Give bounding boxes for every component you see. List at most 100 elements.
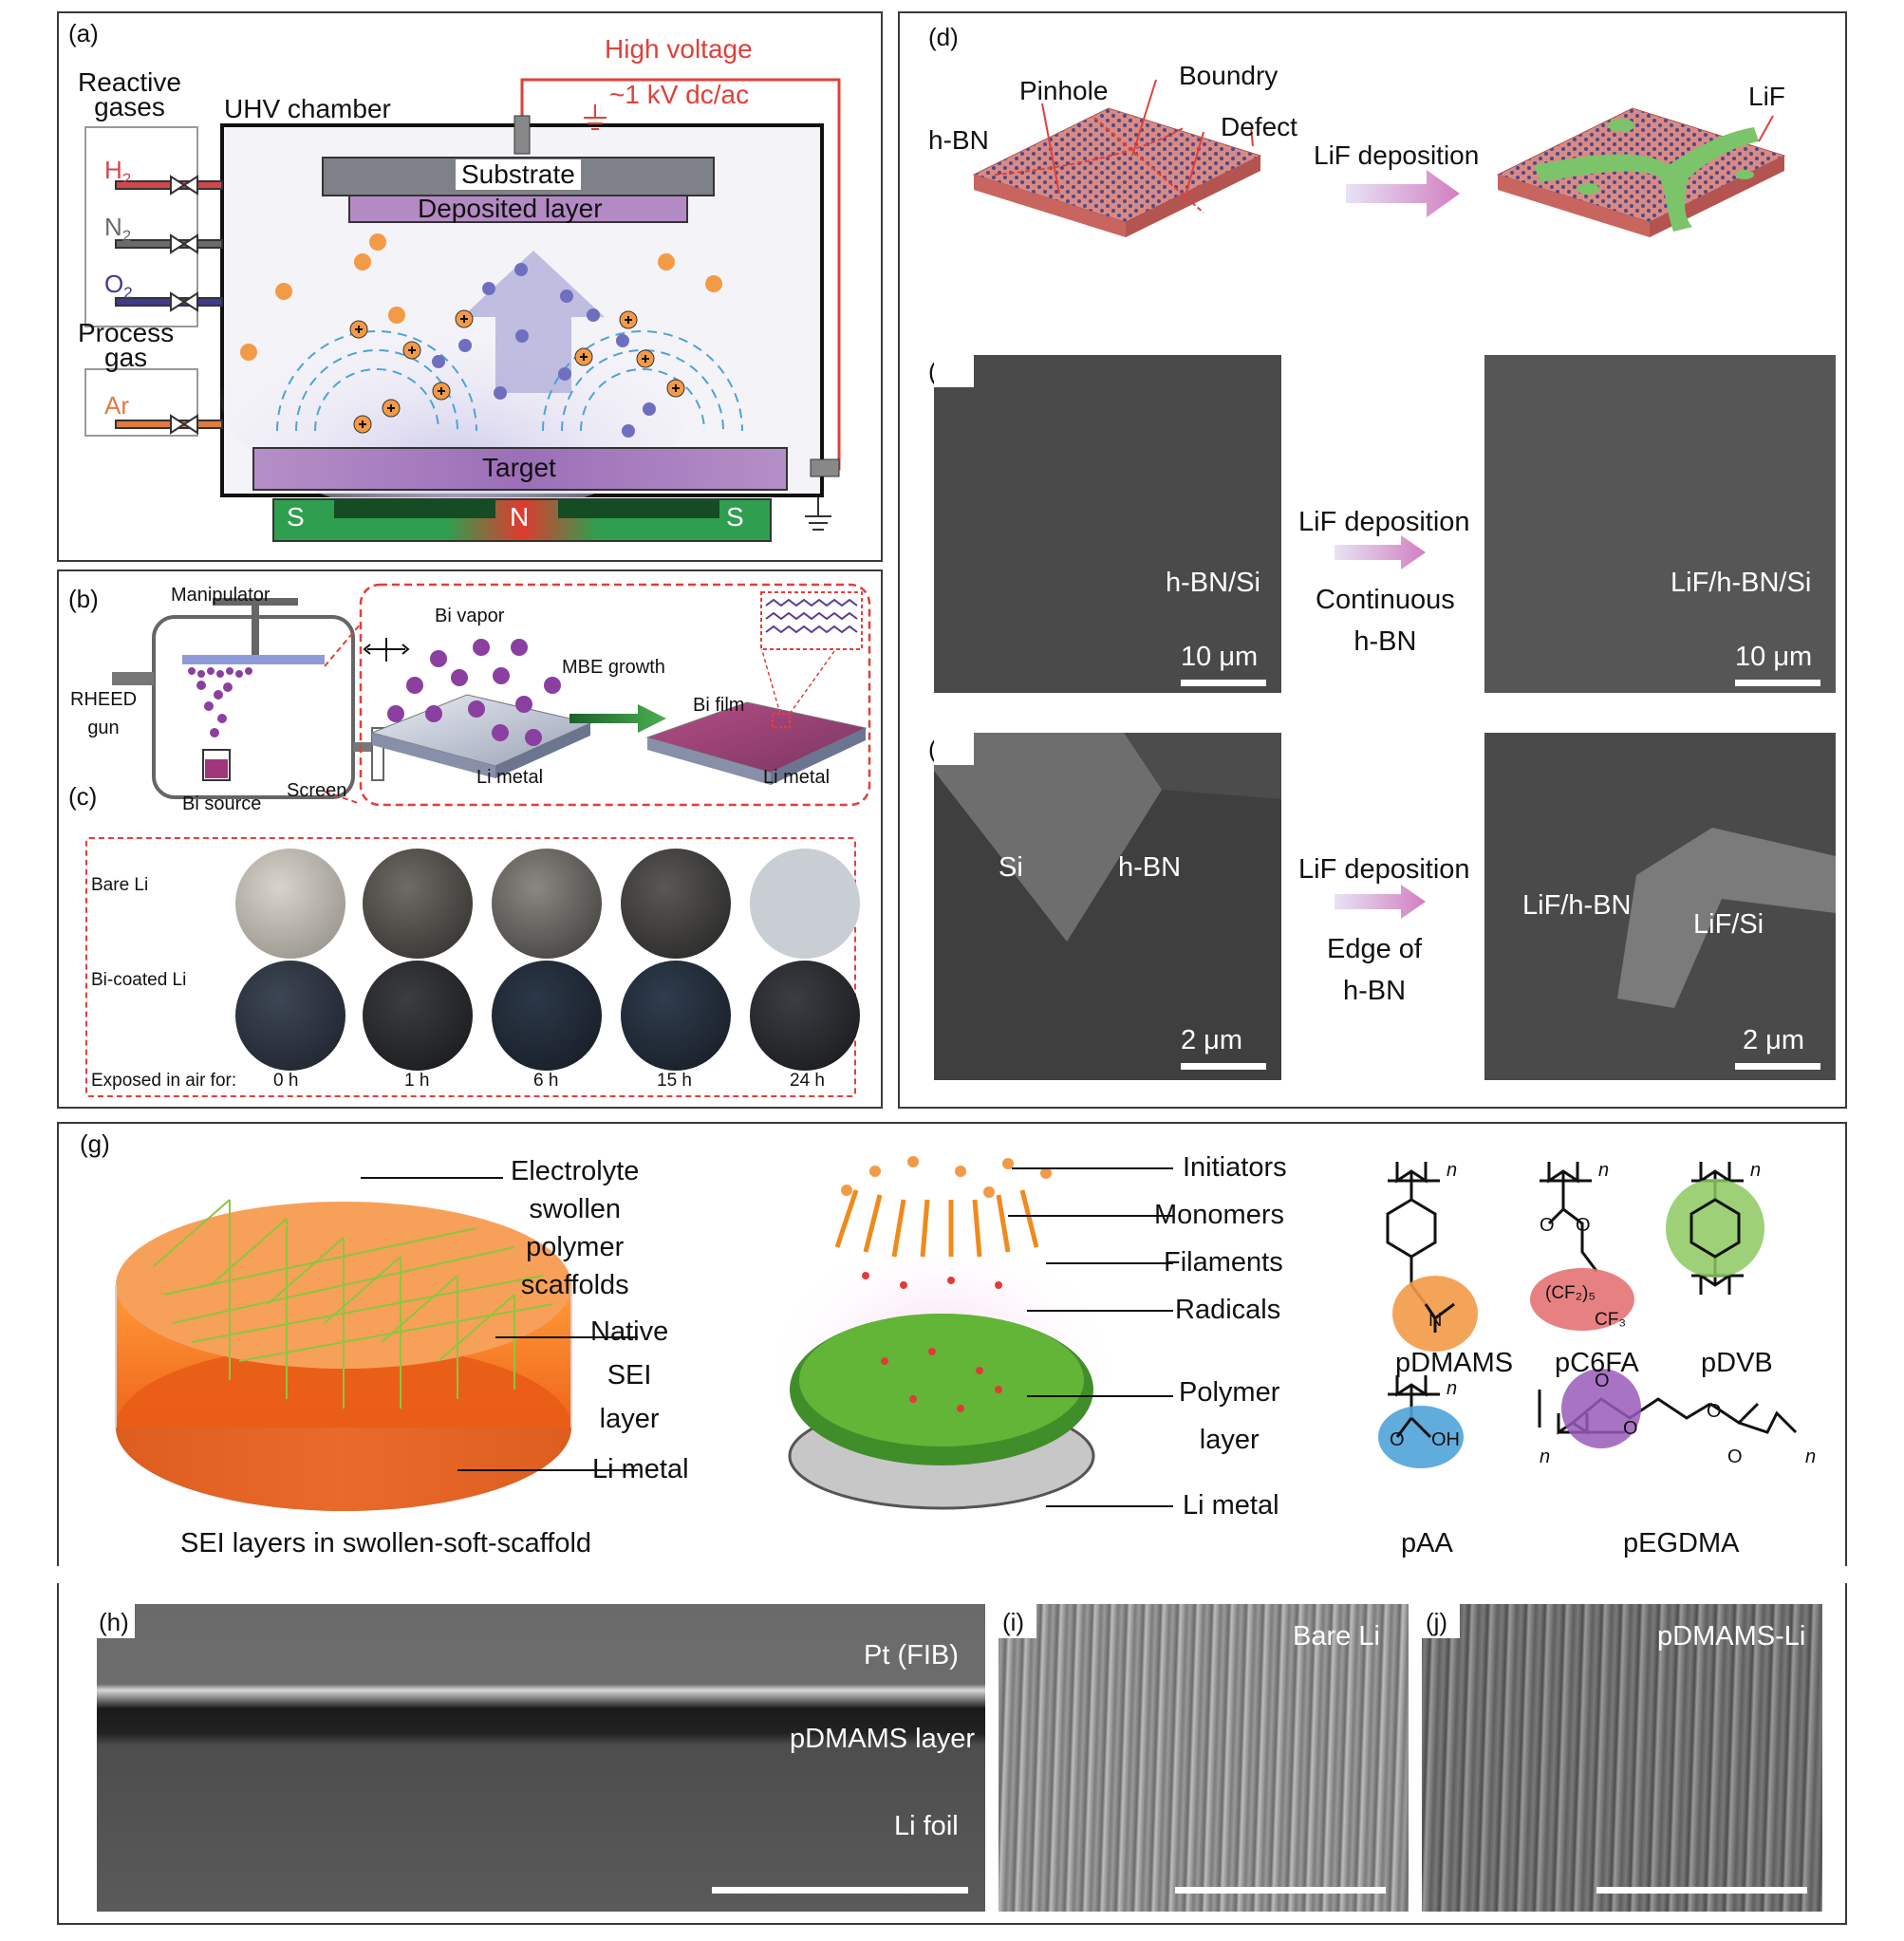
hbn-si-label: h-BN/Si bbox=[1166, 568, 1260, 598]
leader-li-metal-2 bbox=[1046, 1505, 1173, 1507]
pdmams-name: pDMAMS bbox=[1395, 1348, 1514, 1378]
process-gas-label: Process gas bbox=[78, 318, 175, 372]
pdmams-layer-label: pDMAMS layer bbox=[790, 1724, 975, 1754]
scaffold-caption: SEI layers in swollen-soft-scaffold bbox=[180, 1528, 592, 1558]
li-metal-label-g2: Li metal bbox=[1183, 1490, 1279, 1521]
subscript-n-3: n bbox=[1750, 1160, 1762, 1181]
scale-bar-e-right bbox=[1735, 680, 1820, 686]
sem-lif-edge bbox=[1484, 733, 1836, 1080]
panel-g: (g) Electrolyte swollen polymer scaffold… bbox=[57, 1122, 1847, 1566]
bi-source-label: Bi source bbox=[182, 793, 262, 814]
bi-li-disk-1h bbox=[363, 961, 473, 1071]
atom-o-egdma-2: O bbox=[1623, 1418, 1638, 1439]
subscript-n-6: n bbox=[1805, 1446, 1817, 1467]
lif-deposition-schematic bbox=[972, 79, 1786, 237]
time-6h: 6 h bbox=[533, 1071, 559, 1091]
lif-deposition-label-e: LiF deposition bbox=[1298, 507, 1470, 537]
sem-cross-section bbox=[97, 1604, 985, 1912]
bi-vapor-label: Bi vapor bbox=[435, 606, 505, 626]
sem-lif-hbn-si bbox=[1484, 355, 1836, 693]
lif-deposition-label-f: LiF deposition bbox=[1298, 854, 1470, 885]
magnet-s-right: S bbox=[726, 502, 744, 532]
panel-d-label: (d) bbox=[928, 23, 959, 51]
screen-label: Screen bbox=[287, 780, 347, 801]
leader-polymer bbox=[1027, 1395, 1173, 1397]
pinhole-label: Pinhole bbox=[1019, 76, 1109, 105]
atom-o-c6fa-2: O bbox=[1576, 1215, 1591, 1236]
sputtering-schematic bbox=[84, 78, 841, 542]
cf3-label: CF₃ bbox=[1595, 1310, 1627, 1330]
panel-label: (a) bbox=[68, 19, 99, 47]
pc6fa-name: pC6FA bbox=[1555, 1348, 1639, 1378]
subscript-n-4: n bbox=[1447, 1378, 1458, 1399]
time-1h: 1 h bbox=[404, 1071, 430, 1091]
exposed-label: Exposed in air for: bbox=[91, 1071, 237, 1091]
boundry-label: Boundry bbox=[1179, 61, 1279, 90]
panel-i-label: (i) bbox=[1002, 1608, 1025, 1636]
bare-li-title: Bare Li bbox=[1293, 1621, 1380, 1652]
panel-bc: (b) bbox=[57, 569, 883, 1109]
sem-bare-li bbox=[999, 1604, 1409, 1912]
leader-native bbox=[495, 1336, 638, 1338]
leader-initiators bbox=[1012, 1167, 1173, 1169]
leader-radicals bbox=[1027, 1310, 1173, 1312]
electrolyte-label: Electrolyte swollen polymer scaffolds bbox=[511, 1156, 640, 1300]
atom-o-egdma-1: O bbox=[1595, 1371, 1610, 1391]
sem-hbn-si bbox=[934, 355, 1281, 693]
icvd-illustration bbox=[761, 1156, 1122, 1513]
pt-fib-label: Pt (FIB) bbox=[864, 1640, 959, 1670]
bi-li-disk-15h bbox=[621, 961, 731, 1071]
atom-o-aa: O bbox=[1390, 1429, 1405, 1450]
continuous-hbn-label: Continuous h-BN bbox=[1316, 585, 1455, 657]
air-exposure-box bbox=[85, 837, 856, 1097]
scale-bar-j bbox=[1596, 1887, 1807, 1894]
lif-label: LiF bbox=[1748, 82, 1785, 111]
scale-bar-i bbox=[1175, 1887, 1386, 1894]
atom-o-c6fa-1: O bbox=[1540, 1215, 1555, 1236]
panel-b-label: (b) bbox=[68, 585, 99, 613]
uhv-chamber-label: UHV chamber bbox=[224, 94, 391, 123]
bare-li-disk-15h bbox=[621, 849, 731, 959]
scale-text-e-left: 10 μm bbox=[1181, 642, 1259, 672]
pdvb-name: pDVB bbox=[1701, 1348, 1773, 1378]
scale-text-e-right: 10 μm bbox=[1735, 642, 1813, 672]
high-voltage-label: High voltage bbox=[605, 34, 753, 64]
bare-li-disk-1h bbox=[363, 849, 473, 959]
paa-name: pAA bbox=[1401, 1528, 1453, 1558]
leader-filaments bbox=[1046, 1262, 1173, 1264]
sem-si-hbn bbox=[934, 733, 1281, 1080]
manipulator-label: Manipulator bbox=[171, 585, 271, 606]
mbe-growth-label: MBE growth bbox=[562, 657, 665, 678]
subscript-n-1: n bbox=[1447, 1160, 1458, 1181]
li-metal-label-2: Li metal bbox=[763, 767, 831, 788]
magnet-s-left: S bbox=[287, 502, 305, 532]
filaments-label: Filaments bbox=[1164, 1247, 1283, 1278]
hbn-label-f: h-BN bbox=[1118, 852, 1182, 883]
o2-label: O2 bbox=[104, 270, 133, 303]
leader-li-metal bbox=[457, 1469, 638, 1471]
atom-oh-aa: OH bbox=[1431, 1429, 1460, 1450]
panel-a: (a) bbox=[57, 11, 883, 562]
li-metal-label-1: Li metal bbox=[476, 767, 544, 788]
pdmams-li-title: pDMAMS-Li bbox=[1657, 1621, 1806, 1652]
hbn-label: h-BN bbox=[928, 125, 989, 155]
n2-label: N2 bbox=[104, 213, 132, 246]
reactive-gases-label: Reactive gases bbox=[78, 67, 181, 121]
panel-hij: (h) Pt (FIB) pDMAMS layer Li foil (i) Ba… bbox=[57, 1583, 1847, 1925]
ar-label: Ar bbox=[104, 391, 129, 420]
arrow-f bbox=[1335, 885, 1426, 919]
atom-o-egdma-4: O bbox=[1727, 1446, 1743, 1467]
edge-of-hbn-label: Edge of h-BN bbox=[1327, 934, 1422, 1006]
time-24h: 24 h bbox=[790, 1071, 825, 1091]
bare-li-label: Bare Li bbox=[91, 875, 149, 895]
panel-def: (d) h-BN Pinhole Boundry Defect bbox=[898, 11, 1847, 1109]
radicals-label: Radicals bbox=[1175, 1295, 1281, 1325]
lif-deposition-label-d: LiF deposition bbox=[1314, 140, 1480, 170]
scale-bar-f-left bbox=[1181, 1063, 1266, 1070]
scale-text-f-right: 2 μm bbox=[1743, 1025, 1805, 1055]
panel-h-label: (h) bbox=[99, 1608, 129, 1636]
deposited-layer-label: Deposited layer bbox=[418, 194, 603, 223]
voltage-value-label: ~1 kV dc/ac bbox=[609, 80, 750, 109]
bi-coated-li-label: Bi-coated Li bbox=[91, 970, 187, 990]
li-foil-label: Li foil bbox=[894, 1811, 959, 1841]
